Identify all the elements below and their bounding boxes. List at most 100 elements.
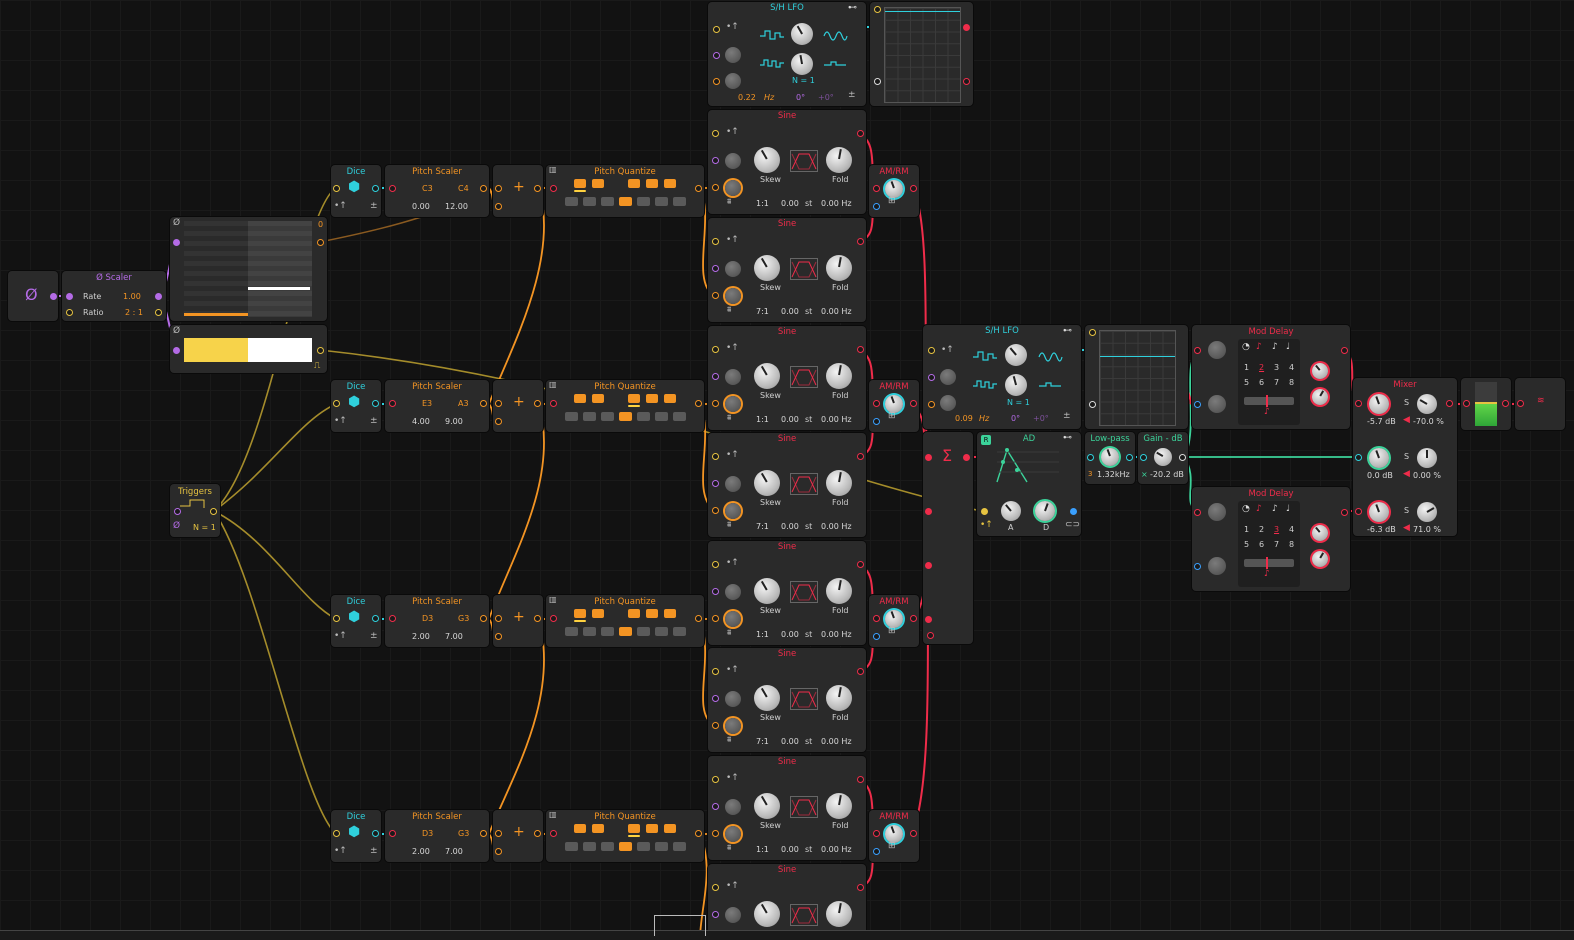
- channel-in-port[interactable]: [1355, 400, 1362, 407]
- bipolar-icon[interactable]: ±: [370, 846, 378, 856]
- pitch-in-port[interactable]: [389, 615, 396, 622]
- meter-out-port[interactable]: [1502, 400, 1509, 407]
- audio-out-port[interactable]: [910, 400, 917, 407]
- cutoff-value[interactable]: 1.32kHz: [1097, 470, 1130, 479]
- step-sequencer-module[interactable]: Ø 0: [170, 217, 327, 321]
- pitch-quantize-module[interactable]: ▥Pitch Quantize: [546, 595, 704, 647]
- channel-volume-value[interactable]: -6.3 dB: [1367, 525, 1396, 534]
- skew-in-port[interactable]: [712, 157, 719, 164]
- audio-output-module[interactable]: ≋: [1515, 378, 1565, 430]
- trigger-in-port[interactable]: [333, 830, 340, 837]
- add-in-port-1[interactable]: [495, 615, 502, 622]
- channel-pan-value[interactable]: 71.0 %: [1413, 525, 1441, 534]
- am-rm-module[interactable]: AM/RM⊞: [869, 810, 919, 862]
- channel-volume-knob[interactable]: [1369, 502, 1389, 522]
- pitch-amount-knob[interactable]: [725, 288, 741, 304]
- delay-step[interactable]: 4: [1289, 525, 1295, 534]
- gate-in-port[interactable]: [981, 508, 988, 515]
- grid-icon[interactable]: ⊞: [888, 196, 896, 206]
- add-in-port-1[interactable]: [495, 400, 502, 407]
- mix-knob[interactable]: [885, 395, 903, 413]
- keytrack-icon[interactable]: ⩩: [727, 413, 732, 422]
- audio-out-port[interactable]: [857, 238, 864, 245]
- gain-knob[interactable]: [1154, 448, 1172, 466]
- scale-note-black[interactable]: [592, 394, 604, 403]
- channel-pan-knob[interactable]: [1417, 502, 1437, 522]
- scale-note-black[interactable]: [628, 394, 640, 403]
- skew-knob[interactable]: [754, 793, 780, 819]
- scale-note-white[interactable]: [565, 197, 578, 206]
- sum-in-port-1[interactable]: [925, 454, 932, 461]
- scale-note-black[interactable]: [646, 824, 658, 833]
- mix-knob[interactable]: [885, 180, 903, 198]
- add-in-port-1[interactable]: [495, 830, 502, 837]
- dice-module[interactable]: Dice⬢•↑±: [331, 380, 381, 432]
- retrigger-icon[interactable]: •↑: [726, 235, 739, 245]
- audio-in-port[interactable]: [1194, 509, 1201, 516]
- sum-aux-port[interactable]: [927, 632, 934, 639]
- scale-note-white[interactable]: [583, 627, 596, 636]
- sync-icon[interactable]: ◔: [1242, 342, 1250, 352]
- mod-in-port[interactable]: [873, 418, 880, 425]
- skew-knob[interactable]: [754, 363, 780, 389]
- sh-lfo-module-2[interactable]: S/H LFO ⊷ •↑ N = 1 0.09 Hz 0° +0° ±: [923, 325, 1081, 429]
- scale-note-white[interactable]: [619, 627, 632, 636]
- mod-amount-knob[interactable]: [725, 476, 741, 492]
- retrigger-icon[interactable]: •↑: [726, 773, 739, 783]
- bipolar-icon[interactable]: ±: [370, 201, 378, 211]
- pitch-out-port[interactable]: [695, 400, 702, 407]
- speaker-icon[interactable]: ◀: [1403, 469, 1410, 479]
- skew-knob[interactable]: [754, 470, 780, 496]
- scale-note-white[interactable]: [565, 627, 578, 636]
- fold-knob[interactable]: [826, 901, 852, 927]
- sync-in-port[interactable]: [712, 130, 719, 137]
- shape-knob-2[interactable]: [791, 53, 813, 75]
- pitch-in-port[interactable]: [389, 400, 396, 407]
- mod-amount-knob[interactable]: [725, 799, 741, 815]
- phase-value[interactable]: 0°: [796, 93, 806, 102]
- audio-out-port[interactable]: [1341, 347, 1348, 354]
- delay-step[interactable]: 5: [1244, 378, 1250, 387]
- sync-in-port[interactable]: [712, 238, 719, 245]
- output-arrow-icon[interactable]: ⊷: [1063, 326, 1072, 336]
- keytrack-icon[interactable]: ⩩: [727, 197, 732, 206]
- pitch-in-port[interactable]: [712, 184, 719, 191]
- phase-offset-value[interactable]: +0°: [1033, 414, 1049, 423]
- slope-value[interactable]: 3: [1088, 470, 1093, 478]
- phase-scaler-module[interactable]: Ø Scaler Rate 1.00 Ratio 2 : 1: [62, 271, 166, 321]
- skew-in-port[interactable]: [712, 695, 719, 702]
- ratio-in-port[interactable]: [66, 309, 73, 316]
- phase-value[interactable]: 0°: [1011, 414, 1021, 423]
- phase-in-port[interactable]: [173, 239, 180, 246]
- trigger-out-port[interactable]: [210, 508, 217, 515]
- time-mod-knob[interactable]: [1312, 525, 1328, 541]
- rate-in-port[interactable]: [928, 401, 935, 408]
- random-out-port[interactable]: [372, 615, 379, 622]
- note-value-icon[interactable]: ♪: [1256, 342, 1262, 352]
- pitch-in-port[interactable]: [712, 507, 719, 514]
- solo-button[interactable]: S: [1404, 398, 1410, 407]
- scale-note-black[interactable]: [574, 179, 586, 188]
- scale-note-white[interactable]: [565, 412, 578, 421]
- rate-knob[interactable]: [725, 73, 741, 89]
- gate-sequencer-module[interactable]: Ø ⎍: [170, 325, 327, 373]
- scale-note-black[interactable]: [664, 609, 676, 618]
- delay-slider-handle[interactable]: [1266, 557, 1268, 569]
- skew-in-port[interactable]: [712, 911, 719, 918]
- sync-icon[interactable]: ◔: [1242, 504, 1250, 514]
- pitch-amount-knob[interactable]: [725, 826, 741, 842]
- grid-icon[interactable]: ⊞: [888, 411, 896, 421]
- sum-out-port[interactable]: [963, 454, 970, 461]
- mod-in-port[interactable]: [873, 203, 880, 210]
- mod-in-port[interactable]: [1194, 401, 1201, 408]
- shape-knob-1[interactable]: [791, 23, 813, 45]
- rate-value[interactable]: 0.22: [738, 93, 756, 102]
- note-value-icon-3[interactable]: ♩: [1286, 504, 1291, 514]
- scale-note-white[interactable]: [565, 842, 578, 851]
- keytrack-icon[interactable]: ⩩: [727, 305, 732, 314]
- skew-knob[interactable]: [754, 255, 780, 281]
